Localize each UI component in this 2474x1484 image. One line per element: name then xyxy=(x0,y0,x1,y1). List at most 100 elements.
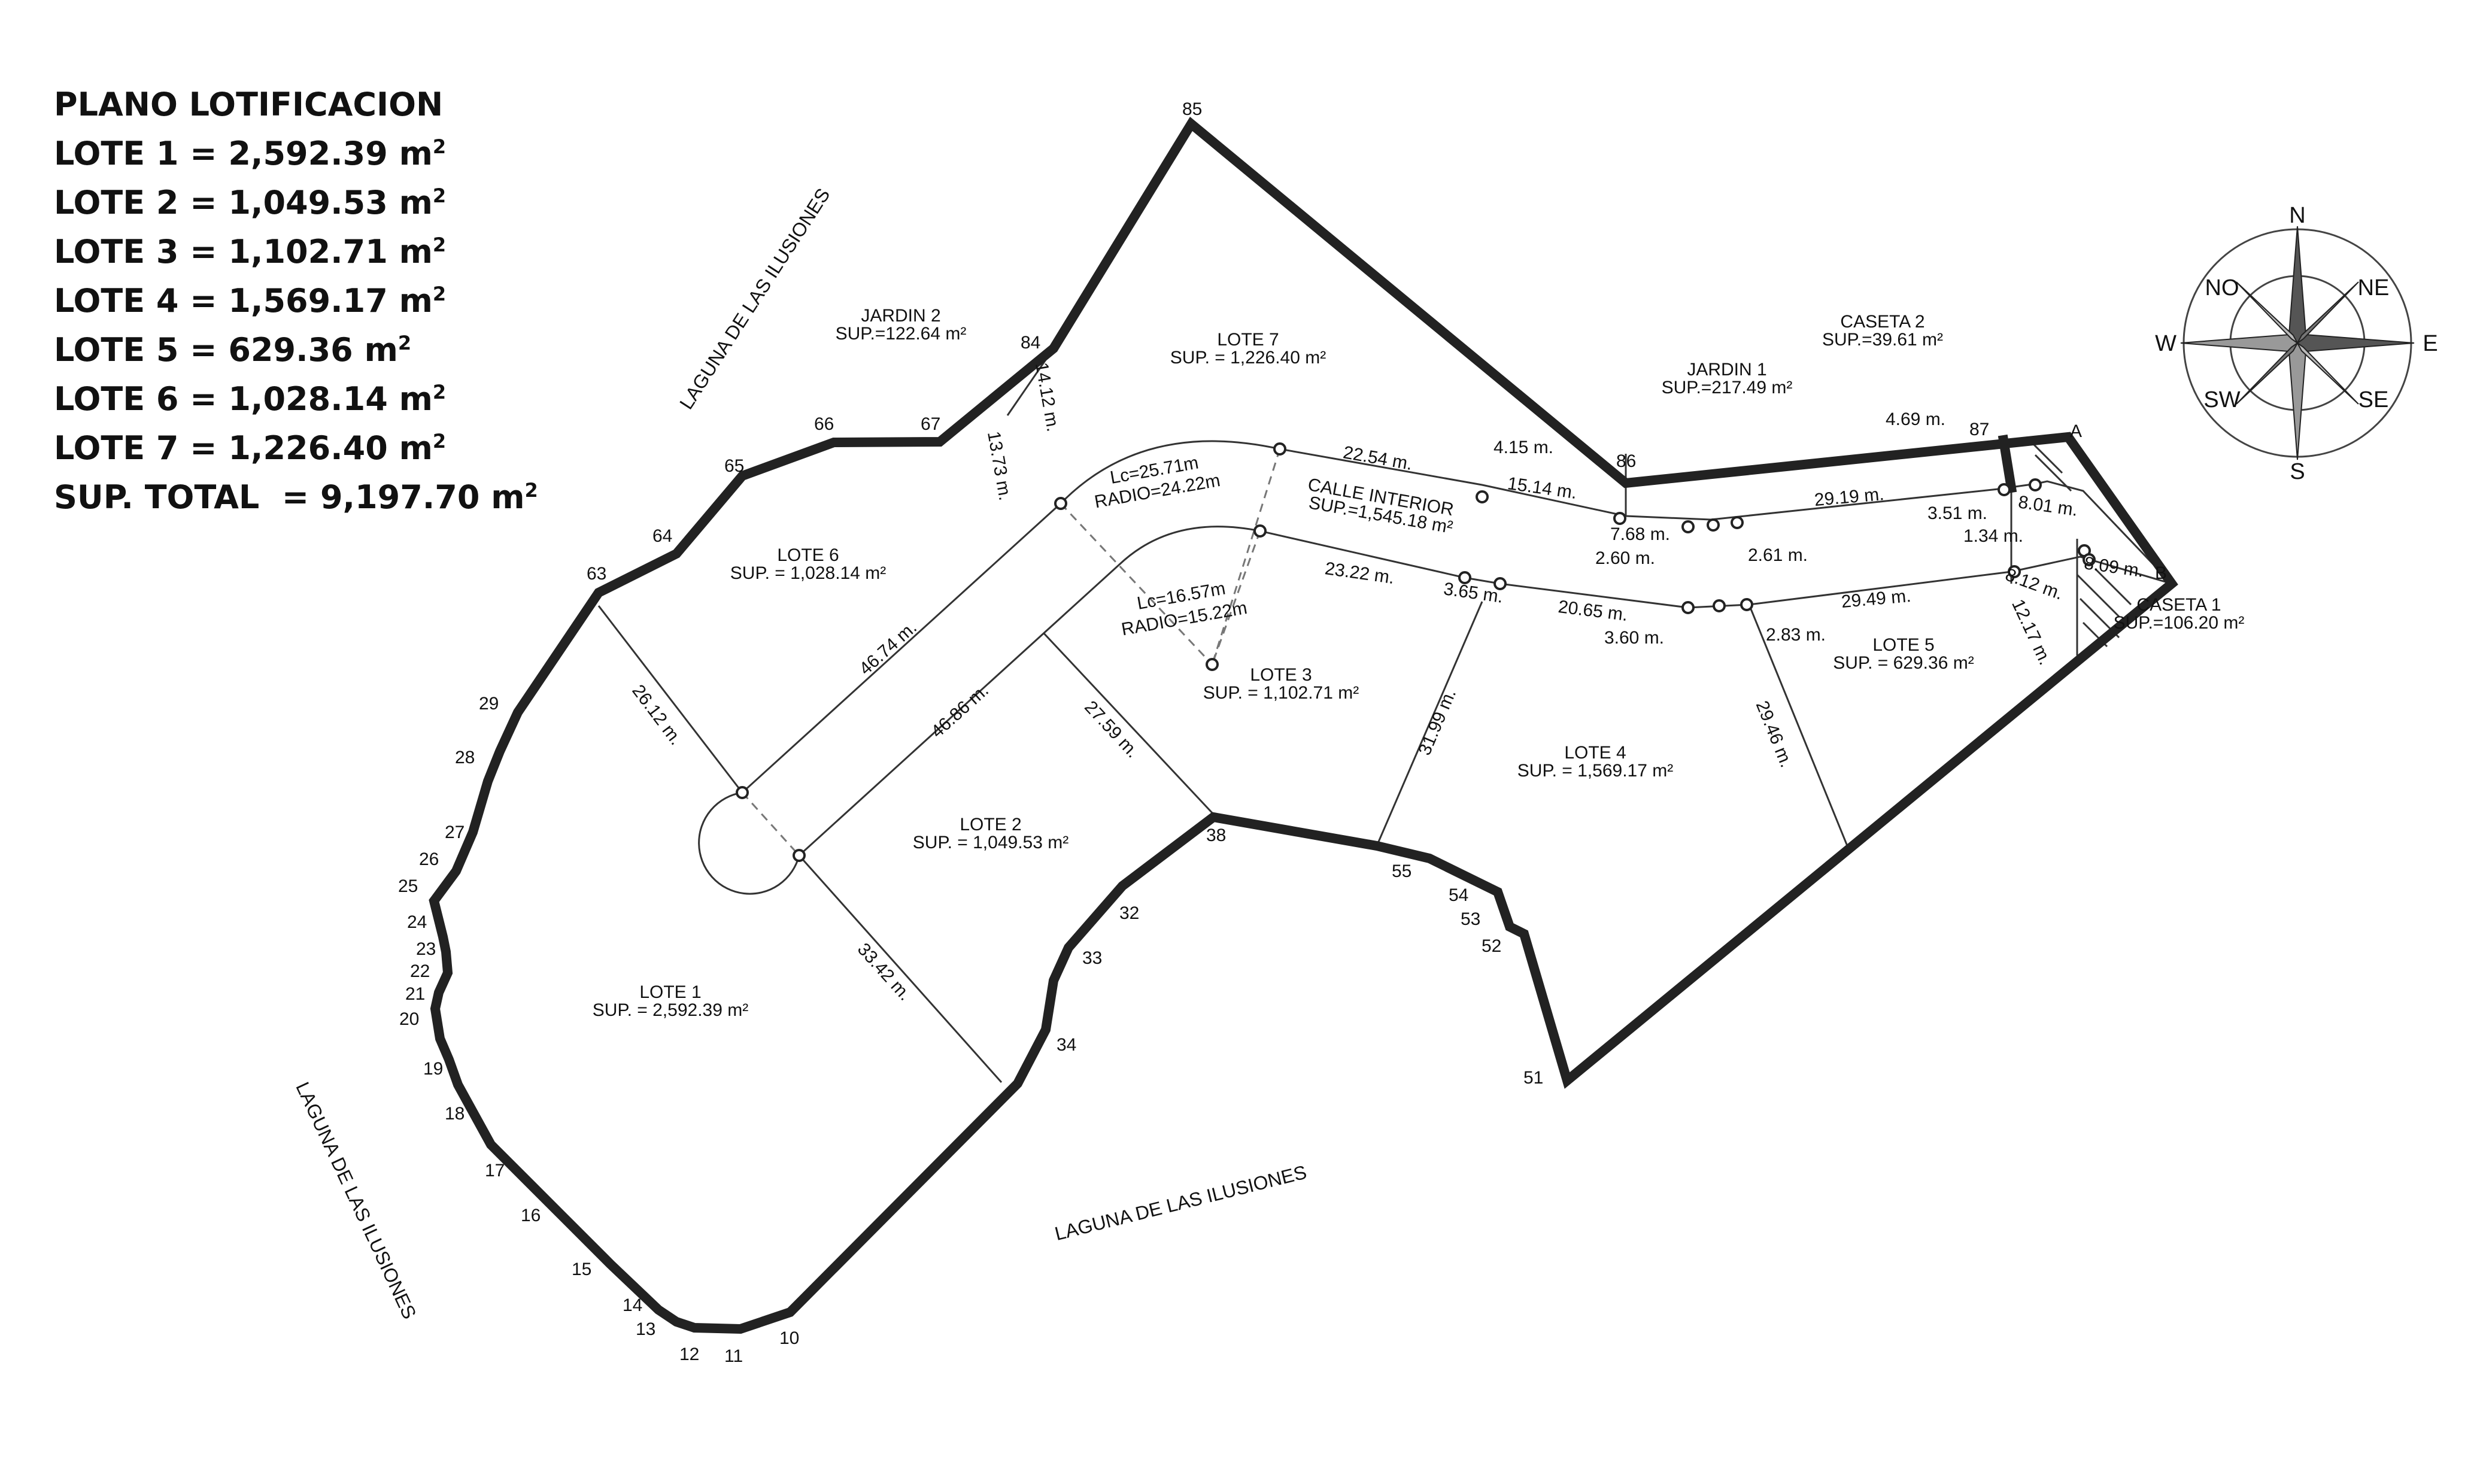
cul-de-sac-chord xyxy=(741,791,800,857)
lote2-sup: SUP. = 1,049.53 m² xyxy=(913,833,1068,852)
point-B: B xyxy=(2155,563,2167,583)
dim-46-86: 46.86 m. xyxy=(927,681,992,742)
compass-northwest: NO xyxy=(2205,275,2239,301)
compass-southeast: SE xyxy=(2358,387,2389,412)
point-A: A xyxy=(2070,421,2082,441)
lot-labels: LOTE 7 SUP. = 1,226.40 m² LOTE 6 SUP. = … xyxy=(593,306,2245,1020)
lote1-name: LOTE 1 xyxy=(639,982,701,1002)
point-63: 63 xyxy=(587,564,606,584)
point-26: 26 xyxy=(419,849,439,869)
point-87: 87 xyxy=(1969,420,1989,439)
summary-total: SUP. TOTAL = 9,197.70 m2 xyxy=(54,478,538,516)
point-66: 66 xyxy=(814,414,834,434)
summary-lot-7: LOTE 7 = 1,226.40 m2 xyxy=(54,429,447,467)
point-18: 18 xyxy=(445,1104,465,1124)
dim-14-12: 14.12 m. xyxy=(1031,361,1063,433)
dim-46-74: 46.74 m. xyxy=(855,618,921,679)
point-65: 65 xyxy=(724,456,744,476)
point-53: 53 xyxy=(1461,909,1480,929)
summary-lot-4: LOTE 4 = 1,569.17 m2 xyxy=(54,282,447,320)
jardin2-sup: SUP.=122.64 m² xyxy=(836,324,967,344)
jardin2-name: JARDIN 2 xyxy=(861,306,940,326)
property-boundary xyxy=(429,116,2178,1334)
dim-29-46: 29.46 m. xyxy=(1752,698,1796,770)
road-upper-edge xyxy=(741,440,2173,794)
point-24: 24 xyxy=(407,912,427,932)
line-lote3-lote4 xyxy=(1376,601,1483,846)
dim-8-09: 8.09 m. xyxy=(2083,553,2145,581)
dim-3-51: 3.51 m. xyxy=(1927,503,1987,523)
line-lote2-lote3 xyxy=(1042,632,1215,815)
jardin1-sup: SUP.=217.49 m² xyxy=(1662,378,1793,397)
point-55: 55 xyxy=(1392,861,1411,881)
dim-2-60: 2.60 m. xyxy=(1595,548,1655,568)
dim-1-34: 1.34 m. xyxy=(1963,526,2023,546)
lote1-sup: SUP. = 2,592.39 m² xyxy=(593,1000,748,1020)
point-32: 32 xyxy=(1119,903,1139,923)
point-17: 17 xyxy=(485,1161,505,1180)
dim-33-42: 33.42 m. xyxy=(854,939,915,1004)
lote6-sup: SUP. = 1,028.14 m² xyxy=(730,563,886,583)
caseta2-sup: SUP.=39.61 m² xyxy=(1822,330,1943,350)
dim-29-19: 29.19 m. xyxy=(1814,484,1885,510)
curve-labels: Lc=25.71m RADIO=24.22m Lc=16.57m RADIO=1… xyxy=(1093,453,1249,639)
dim-4-69: 4.69 m. xyxy=(1886,409,1945,429)
lagoon-south-label: LAGUNA DE LAS ILUSIONES xyxy=(1052,1161,1309,1245)
point-29: 29 xyxy=(479,694,499,714)
dim-8-12: 8.12 m. xyxy=(2003,565,2066,603)
compass-south: S xyxy=(2290,459,2305,484)
point-22: 22 xyxy=(410,961,430,981)
point-27: 27 xyxy=(445,823,465,842)
dim-8-01: 8.01 m. xyxy=(2017,492,2079,520)
point-10: 10 xyxy=(779,1328,799,1348)
lote3-name: LOTE 3 xyxy=(1250,665,1312,685)
dim-13-73: 13.73 m. xyxy=(983,430,1015,502)
point-86: 86 xyxy=(1616,451,1636,471)
lagoon-north-label: LAGUNA DE LAS ILUSIONES xyxy=(675,184,834,413)
road-nodes xyxy=(736,442,2096,862)
radius-line-3 xyxy=(1211,530,1261,665)
compass-north: N xyxy=(2289,203,2305,228)
point-21: 21 xyxy=(405,984,425,1004)
caseta2-wall xyxy=(1998,434,2017,494)
jardin1-name: JARDIN 1 xyxy=(1687,360,1766,380)
point-14: 14 xyxy=(623,1295,642,1315)
point-19: 19 xyxy=(423,1059,443,1079)
lote7-name: LOTE 7 xyxy=(1217,330,1279,350)
point-13: 13 xyxy=(636,1319,655,1339)
summary-lot-1: LOTE 1 = 2,592.39 m2 xyxy=(54,135,447,172)
point-20: 20 xyxy=(399,1009,419,1029)
dim-23-22: 23.22 m. xyxy=(1323,559,1395,588)
point-67: 67 xyxy=(921,414,940,434)
point-16: 16 xyxy=(521,1206,541,1225)
point-28: 28 xyxy=(455,748,475,767)
dim-2-61: 2.61 m. xyxy=(1748,545,1808,565)
cul-de-sac-circle xyxy=(698,791,800,895)
point-23: 23 xyxy=(416,939,436,959)
dim-31-99: 31.99 m. xyxy=(1414,686,1460,758)
dim-26-12: 26.12 m. xyxy=(628,681,686,749)
dim-2-83: 2.83 m. xyxy=(1766,625,1826,645)
radius-line-1 xyxy=(1060,502,1213,666)
dim-20-65: 20.65 m. xyxy=(1557,597,1629,625)
summary-lot-5: LOTE 5 = 629.36 m2 xyxy=(54,331,412,369)
point-11: 11 xyxy=(724,1346,743,1366)
point-52: 52 xyxy=(1482,936,1501,956)
surface-summary: PLANO LOTIFICACION LOTE 1 = 2,592.39 m2 … xyxy=(54,84,538,518)
line-lote4-lote5 xyxy=(1748,604,1848,846)
road-lower-edge xyxy=(798,526,2172,857)
plan-title: PLANO LOTIFICACION xyxy=(54,86,444,123)
dim-12-17: 12.17 m. xyxy=(2008,596,2055,668)
point-34: 34 xyxy=(1057,1035,1076,1055)
radius-line-2 xyxy=(1211,448,1281,665)
point-33: 33 xyxy=(1082,948,1102,968)
lagoon-west-label: LAGUNA DE LAS ILUSIONES xyxy=(292,1079,420,1322)
line-lote1-lote6 xyxy=(597,605,743,793)
dim-4-15: 4.15 m. xyxy=(1493,438,1553,457)
caseta1-name: CASETA 1 xyxy=(2136,595,2221,615)
compass-rose-icon: N S E W NE NO SE SW xyxy=(2155,203,2438,484)
lote2-name: LOTE 2 xyxy=(960,815,1021,834)
caseta1-sup: SUP.=106.20 m² xyxy=(2114,613,2245,633)
point-38: 38 xyxy=(1206,826,1226,845)
